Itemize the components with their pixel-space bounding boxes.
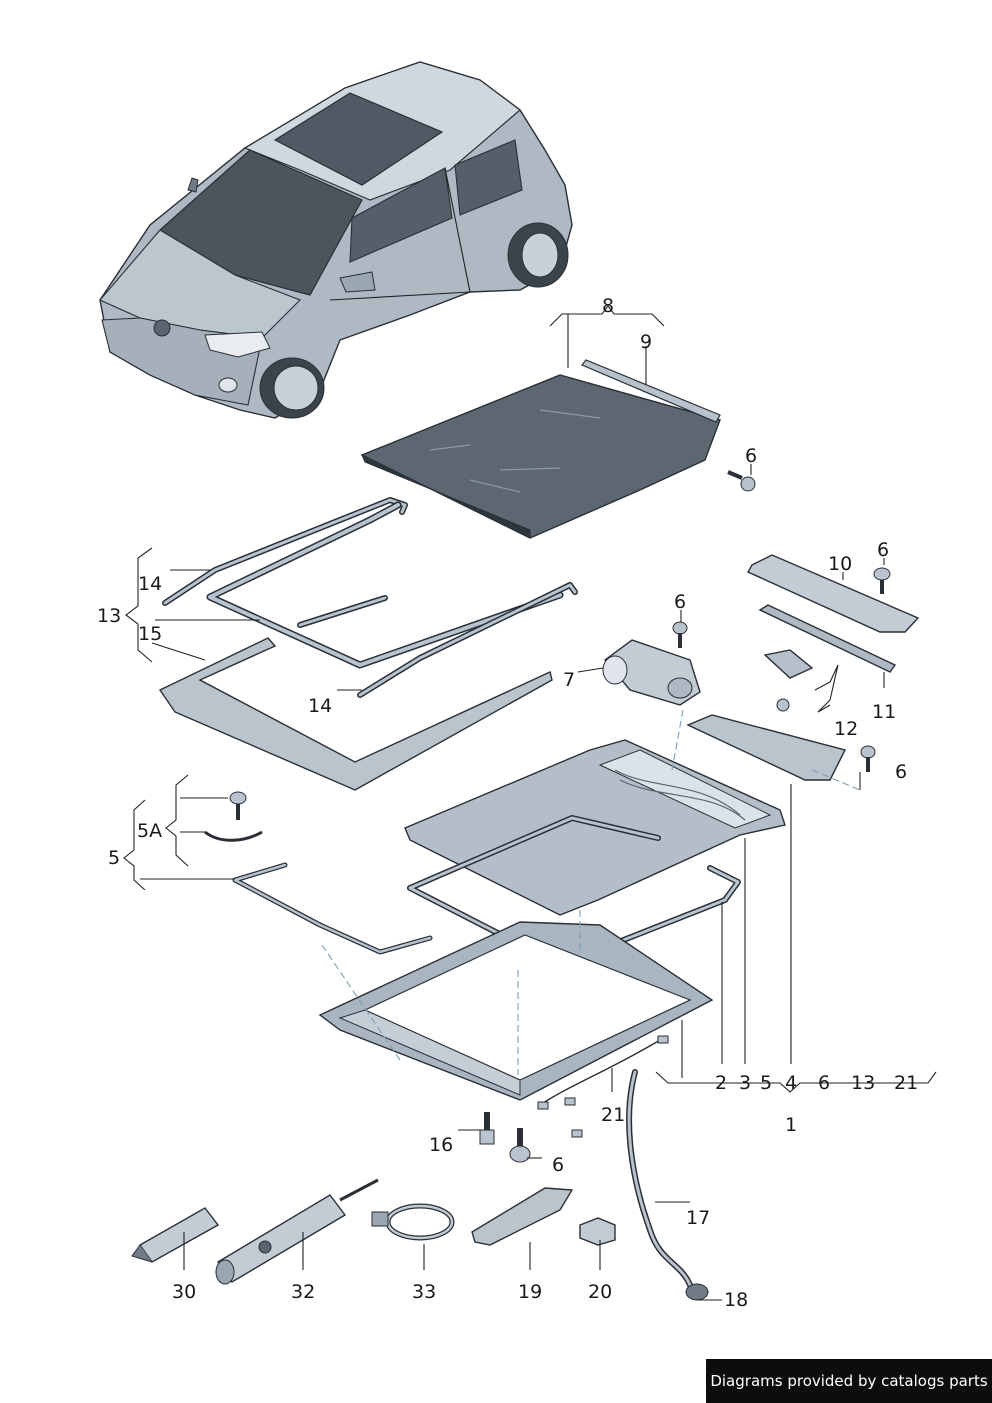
label-4: 4 (785, 1072, 797, 1094)
label-10: 10 (828, 553, 852, 575)
label-6: 6 (895, 761, 907, 783)
credit-text: Diagrams provided by catalogs parts (710, 1372, 988, 1390)
label-19: 19 (518, 1281, 542, 1303)
screw-part (727, 470, 756, 492)
label-16: 16 (429, 1134, 453, 1156)
label-6: 6 (552, 1154, 564, 1176)
label-6: 6 (674, 591, 686, 613)
holder-part (471, 1187, 574, 1246)
seal-group (158, 497, 578, 791)
label-30: 30 (172, 1281, 196, 1303)
clip-5a-part (204, 791, 263, 842)
bolt-part (479, 1112, 531, 1163)
label-6: 6 (818, 1072, 830, 1094)
label-7: 7 (563, 669, 575, 691)
leader-lines (123, 305, 937, 1301)
roof-frame (318, 921, 714, 1138)
seal-5-part (232, 862, 433, 955)
label-13: 13 (97, 605, 121, 627)
label-3: 3 (739, 1072, 751, 1094)
label-20: 20 (588, 1281, 612, 1303)
label-5: 5 (760, 1072, 772, 1094)
alignment-lines (321, 709, 861, 1075)
label-17: 17 (686, 1207, 710, 1229)
label-32: 32 (291, 1281, 315, 1303)
label-2: 2 (715, 1072, 727, 1094)
glass-panel (360, 374, 721, 539)
label-14: 14 (308, 695, 332, 717)
label-1: 1 (785, 1114, 797, 1136)
label-8: 8 (602, 295, 614, 317)
car-illustration (99, 61, 573, 419)
screw-part (860, 745, 876, 772)
label-11: 11 (872, 701, 896, 723)
label-21: 21 (601, 1104, 625, 1126)
label-6: 6 (745, 445, 757, 467)
cover-plate (686, 714, 847, 781)
sealant-tube-part (131, 1207, 220, 1263)
rear-brackets (747, 554, 920, 712)
label-21: 21 (894, 1072, 918, 1094)
clip-part (579, 1217, 616, 1246)
label-13: 13 (851, 1072, 875, 1094)
callout-labels: 8 9 6 10 6 14 13 15 14 6 7 11 12 6 5A 5 … (97, 295, 918, 1311)
label-15: 15 (138, 623, 162, 645)
adhesive-cartridge-part (215, 1178, 379, 1285)
label-12: 12 (834, 718, 858, 740)
label-14: 14 (138, 573, 162, 595)
label-18: 18 (724, 1289, 748, 1311)
mechanism-frame (404, 739, 786, 916)
cable-tie-part (371, 1203, 455, 1241)
label-5: 5 (108, 847, 120, 869)
deflector-strip (581, 359, 721, 423)
label-33: 33 (412, 1281, 436, 1303)
drain-tube (626, 1069, 709, 1301)
label-6: 6 (877, 539, 889, 561)
label-5a: 5A (137, 820, 162, 842)
credit-footer: Diagrams provided by catalogs parts (706, 1359, 992, 1403)
label-9: 9 (640, 331, 652, 353)
motor-unit (602, 621, 701, 706)
